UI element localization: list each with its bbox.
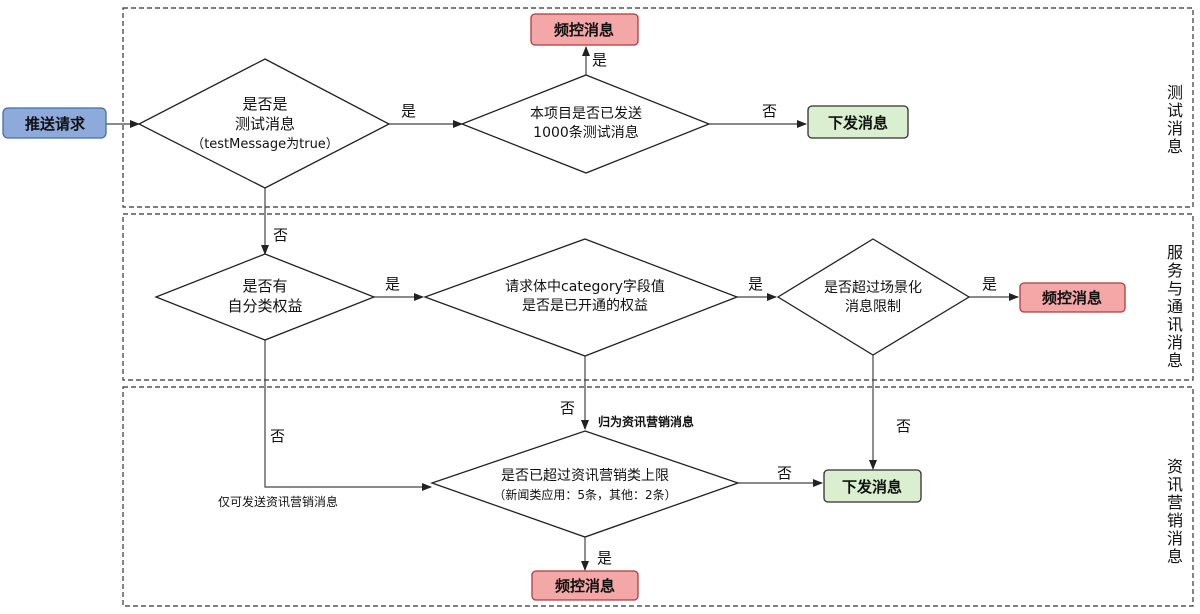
lane-label-char: 消 — [1167, 529, 1183, 548]
lane-info — [122, 386, 1194, 607]
lane-label-char: 与 — [1167, 279, 1183, 298]
rate-limit-bottom-label: 频控消息 — [555, 577, 615, 595]
start-node-label: 推送请求 — [25, 115, 86, 133]
decision-is-test — [137, 58, 391, 189]
deliver-top-label: 下发消息 — [828, 114, 888, 132]
edge-label-test-no: 否 — [273, 226, 288, 244]
edge-label-cat-no: 否 — [270, 427, 285, 445]
edge-label-sent-no: 否 — [762, 102, 777, 120]
decision-body-category — [423, 238, 739, 357]
edge-label-info-yes: 是 — [597, 549, 612, 567]
edge-label-body-yes: 是 — [748, 275, 763, 293]
lane-label-char: 讯 — [1167, 315, 1183, 334]
rate-limit-mid — [1019, 282, 1126, 313]
decision-self-category-line1: 是否有 — [242, 277, 287, 295]
decision-sent-1000-line2: 1000条测试消息 — [533, 124, 639, 141]
decision-sent-1000 — [460, 74, 711, 174]
deliver-top — [807, 105, 909, 139]
decision-body-category-line2: 是否是已开通的权益 — [522, 298, 648, 314]
lane-label-char: 测 — [1167, 83, 1183, 102]
edge-label-cat-yes: 是 — [385, 275, 400, 293]
lane-label-info: 资讯营销消息 — [1167, 457, 1183, 566]
rate-limit-top-label: 频控消息 — [554, 21, 614, 39]
edge-label-sent-yes: 是 — [592, 51, 607, 69]
lane-label-char: 息 — [1167, 351, 1183, 370]
decision-sent-1000-line1: 本项目是否已发送 — [530, 106, 642, 122]
edge-cat-no — [264, 340, 432, 491]
lane-label-char: 资 — [1167, 457, 1183, 476]
deliver-bottom — [823, 469, 922, 503]
lane-label-char: 通 — [1167, 297, 1183, 316]
decision-scene-limit — [776, 238, 971, 356]
decision-info-limit-line1: 是否已超过资讯营销类上限 — [501, 468, 669, 484]
lane-label-char: 息 — [1167, 547, 1183, 566]
start-node — [2, 107, 107, 139]
edge-label-body-no: 否 — [560, 399, 575, 417]
lane-label-char: 销 — [1167, 511, 1183, 530]
rate-limit-mid-label: 频控消息 — [1042, 289, 1102, 307]
edge-label-info-only: 仅可发送资讯营销消息 — [218, 494, 338, 509]
rate-limit-top — [530, 13, 639, 46]
decision-is-test-line1: 是否是 — [242, 95, 287, 113]
lane-label-service: 服务与通讯消息 — [1167, 243, 1183, 370]
lane-label-char: 务 — [1167, 261, 1183, 280]
deliver-bottom-label: 下发消息 — [842, 478, 902, 496]
edge-label-classify-info: 归为资讯营销消息 — [598, 414, 694, 429]
decision-scene-limit-line2: 消息限制 — [845, 298, 901, 315]
lane-label-char: 消 — [1167, 119, 1183, 138]
lane-label-char: 营 — [1167, 493, 1183, 512]
edge-label-test-yes: 是 — [401, 102, 416, 120]
lane-label-info-text: 资讯营销消息 — [1167, 457, 1183, 566]
decision-scene-limit-line1: 是否超过场景化 — [824, 280, 922, 296]
edge-label-scene-no: 否 — [896, 417, 911, 435]
decision-info-limit — [430, 430, 740, 538]
lane-test — [122, 7, 1194, 208]
decision-self-category-line2: 自分类权益 — [227, 297, 302, 315]
lane-label-test: 测试消息 — [1167, 83, 1183, 156]
lane-service — [122, 213, 1194, 381]
decision-is-test-line3: （testMessage为true） — [191, 137, 339, 152]
decision-self-category — [154, 253, 376, 341]
decision-info-limit-line2: （新闻类应用：5条，其他：2条） — [493, 487, 676, 502]
lane-label-service-text: 服务与通讯消息 — [1167, 243, 1183, 370]
lane-label-char: 试 — [1167, 101, 1183, 120]
edge-label-info-no: 否 — [777, 464, 792, 482]
decision-body-category-line1: 请求体中category字段值 — [505, 279, 665, 295]
lane-label-char: 息 — [1167, 137, 1183, 156]
lane-label-char: 服 — [1167, 243, 1183, 262]
lane-label-test-text: 测试消息 — [1167, 83, 1183, 156]
rate-limit-bottom — [531, 570, 639, 601]
lane-label-char: 消 — [1167, 333, 1183, 352]
decision-is-test-line2: 测试消息 — [235, 115, 295, 133]
edge-label-scene-yes: 是 — [982, 275, 997, 293]
lane-label-char: 讯 — [1167, 475, 1183, 494]
